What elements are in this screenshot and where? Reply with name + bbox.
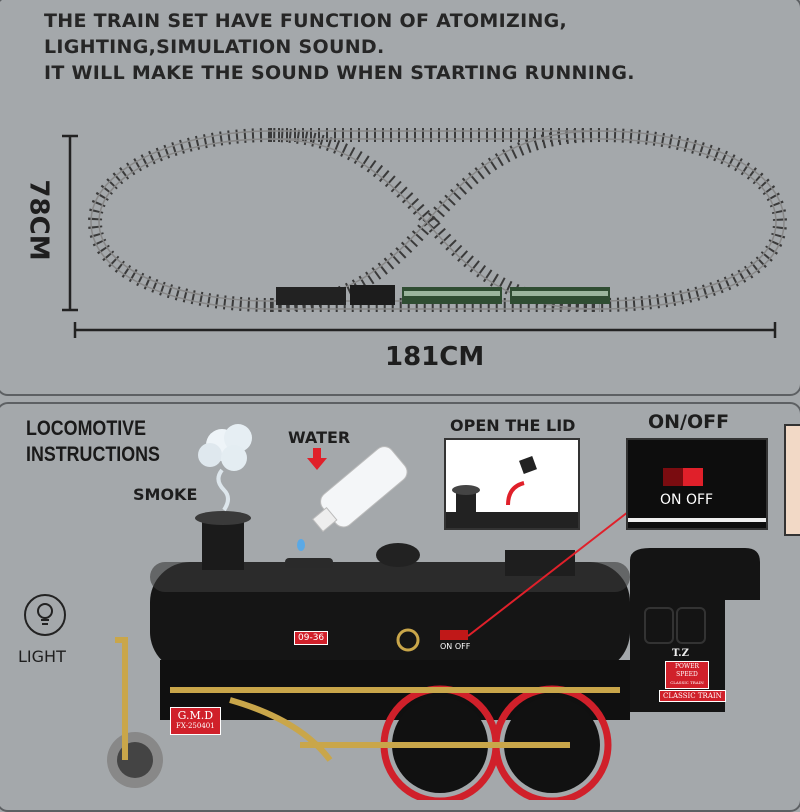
track-panel bbox=[0, 0, 800, 396]
smoke-label: SMOKE bbox=[133, 485, 198, 504]
track-layout bbox=[87, 128, 788, 313]
water-bottle-icon bbox=[297, 446, 408, 551]
open-lid-label: OPEN THE LID bbox=[450, 416, 576, 435]
height-dimension: 78CM bbox=[23, 179, 54, 261]
headline-line: LIGHTING,SIMULATION SOUND. bbox=[44, 36, 385, 58]
partial-inset bbox=[784, 424, 800, 536]
cab-badge: POWER SPEED CLASSIC TRAIN bbox=[665, 661, 709, 689]
badge-line: POWER bbox=[674, 663, 700, 670]
headline-line: THE TRAIN SET HAVE FUNCTION OF ATOMIZING… bbox=[44, 10, 568, 32]
cab-letters: T.Z bbox=[672, 648, 689, 659]
mini-train bbox=[276, 285, 610, 305]
light-label: LIGHT bbox=[18, 647, 66, 666]
loco-switch-label: ON OFF bbox=[440, 642, 471, 651]
light-bulb-icon bbox=[24, 594, 66, 636]
on-off-inset: ON OFF bbox=[626, 438, 768, 530]
cab-plate: CLASSIC TRAIN bbox=[659, 690, 726, 702]
switch-label: ON OFF bbox=[660, 492, 714, 508]
on-off-title: ON/OFF bbox=[648, 411, 730, 433]
section-title: LOCOMOTIVE INSTRUCTIONS bbox=[26, 416, 160, 468]
badge-line: FX-250401 bbox=[176, 722, 215, 730]
width-dimension: 181CM bbox=[385, 342, 485, 372]
number-plate: 09-36 bbox=[294, 631, 329, 645]
headline-line: IT WILL MAKE THE SOUND WHEN STARTING RUN… bbox=[44, 62, 635, 84]
badge-line: G.M.D bbox=[177, 709, 214, 722]
side-badge: G.M.D FX-250401 bbox=[170, 707, 221, 735]
title-line: LOCOMOTIVE bbox=[26, 417, 146, 440]
headline: THE TRAIN SET HAVE FUNCTION OF ATOMIZING… bbox=[44, 8, 635, 86]
open-lid-inset bbox=[444, 438, 580, 530]
power-switch[interactable] bbox=[663, 468, 703, 486]
title-line: INSTRUCTIONS bbox=[26, 443, 160, 466]
water-label: WATER bbox=[288, 428, 351, 447]
badge-line: SPEED bbox=[676, 671, 698, 678]
dimension-lines bbox=[62, 134, 777, 338]
smoke-cloud-icon bbox=[198, 424, 252, 512]
locomotive-illustration bbox=[107, 511, 760, 800]
badge-line: CLASSIC TRAIN bbox=[670, 680, 704, 685]
